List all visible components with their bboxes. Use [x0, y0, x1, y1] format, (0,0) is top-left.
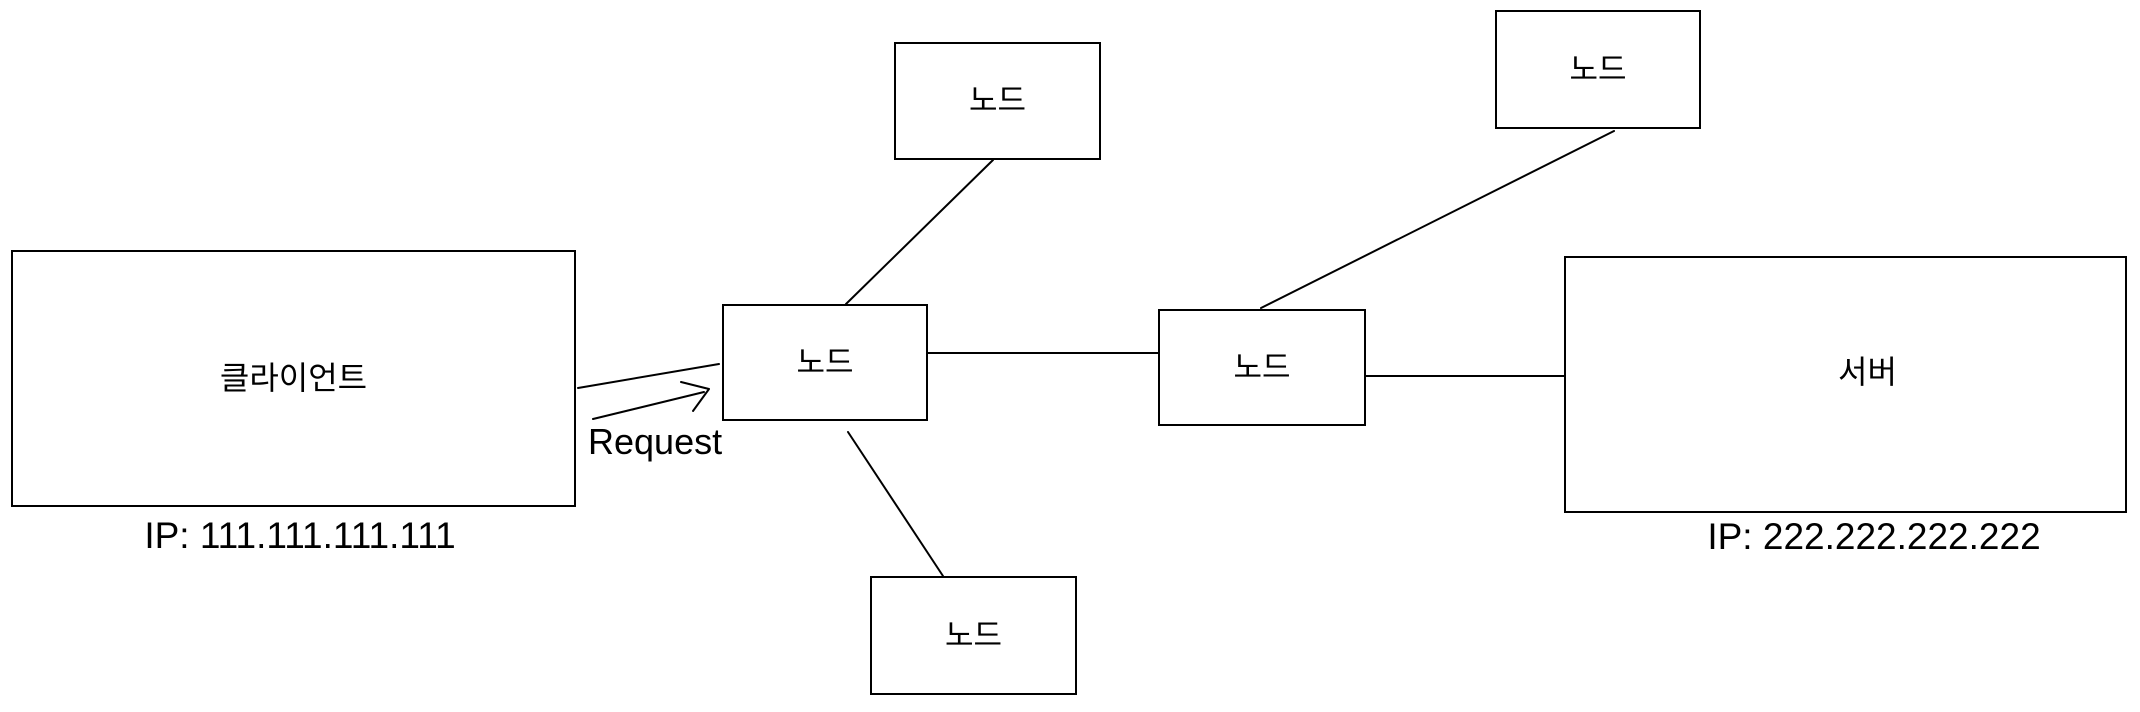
- node-box-center-right: 노드: [1158, 309, 1366, 426]
- server-label: 서버: [1838, 354, 1897, 391]
- node-label: 노드: [1233, 349, 1291, 385]
- node-box-top-right: 노드: [1495, 10, 1701, 129]
- request-label: Request: [588, 421, 723, 462]
- request-arrowhead-icon: [680, 381, 710, 412]
- client-ip-label: IP: 111.111.111.111: [144, 515, 456, 556]
- client-label: 클라이언트: [219, 360, 368, 397]
- client-box: 클라이언트: [11, 250, 576, 507]
- node-label: 노드: [796, 344, 854, 380]
- server-box: 서버: [1564, 256, 2127, 513]
- node-label: 노드: [968, 83, 1027, 119]
- node-box-bottom: 노드: [870, 576, 1077, 695]
- edge-centerleft-bottom: [847, 431, 944, 577]
- node-label: 노드: [1569, 51, 1627, 87]
- request-arrow-shaft: [592, 391, 705, 420]
- server-ip-label: IP: 222.222.222.222: [1707, 516, 2041, 557]
- edge-topmiddle-centerleft: [845, 159, 994, 305]
- edge-topright-centerright: [1260, 130, 1615, 309]
- node-label: 노드: [944, 617, 1003, 653]
- request-arrow: [577, 363, 720, 420]
- node-box-center-left: 노드: [722, 304, 928, 421]
- request-arrow-upper-stroke: [577, 363, 720, 389]
- node-box-top-middle: 노드: [894, 42, 1101, 160]
